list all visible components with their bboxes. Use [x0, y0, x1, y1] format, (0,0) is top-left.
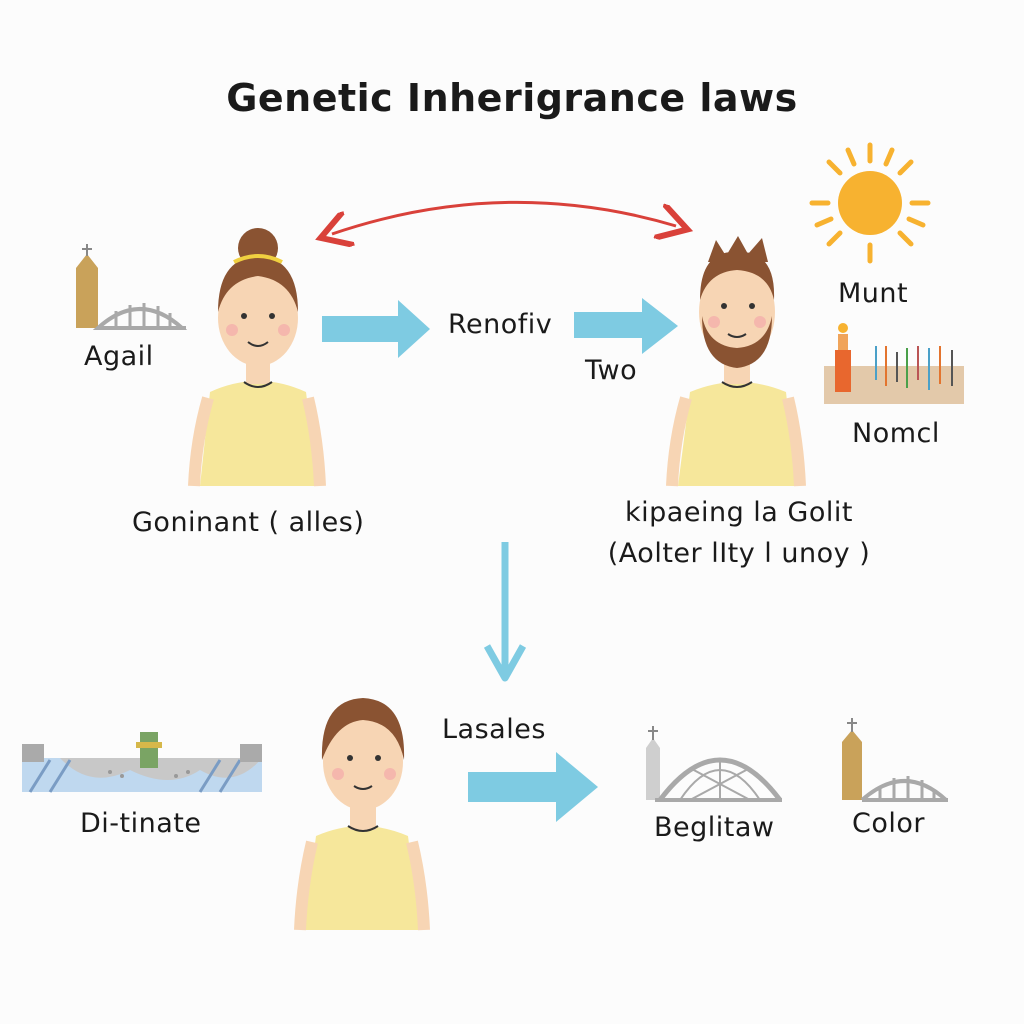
- parents-curve-arrow: [332, 200, 676, 234]
- church-bridge-icon: [76, 244, 188, 330]
- label-nomcl: Nomcl: [852, 418, 940, 449]
- label-goninant: Goninant ( alles): [132, 507, 365, 538]
- sun-icon: [809, 142, 931, 264]
- label-kipaeing-line1: kipaeing la Golit: [625, 497, 853, 528]
- lab-tools-icon: [824, 323, 964, 404]
- label-kipaeing-line2: (Aolter lIty l unoy ): [607, 538, 871, 569]
- label-two: Two: [585, 355, 638, 386]
- beglitaw-church-bridge-icon: [646, 726, 782, 802]
- father-figure: [666, 236, 806, 487]
- label-renofiv: Renofiv: [448, 309, 553, 340]
- castle-bridge-icon: [22, 732, 262, 793]
- mother-figure: [188, 228, 326, 487]
- color-church-bridge-icon: [842, 718, 948, 802]
- label-agail: Agail: [84, 341, 154, 372]
- label-lasales: Lasales: [442, 714, 546, 745]
- label-munt: Munt: [838, 278, 909, 309]
- arrow-left-to-renofiv: [322, 300, 430, 358]
- arrow-down-to-child: [483, 542, 527, 682]
- label-beglitaw: Beglitaw: [654, 812, 775, 843]
- arrow-renofiv-to-father: [574, 298, 678, 354]
- child-figure: [294, 698, 430, 931]
- label-di-tinate: Di-tinate: [80, 808, 202, 839]
- diagram-title: Genetic Inherigrance laws: [226, 76, 798, 120]
- label-color: Color: [852, 808, 925, 839]
- arrow-child-to-beglitaw: [468, 752, 598, 822]
